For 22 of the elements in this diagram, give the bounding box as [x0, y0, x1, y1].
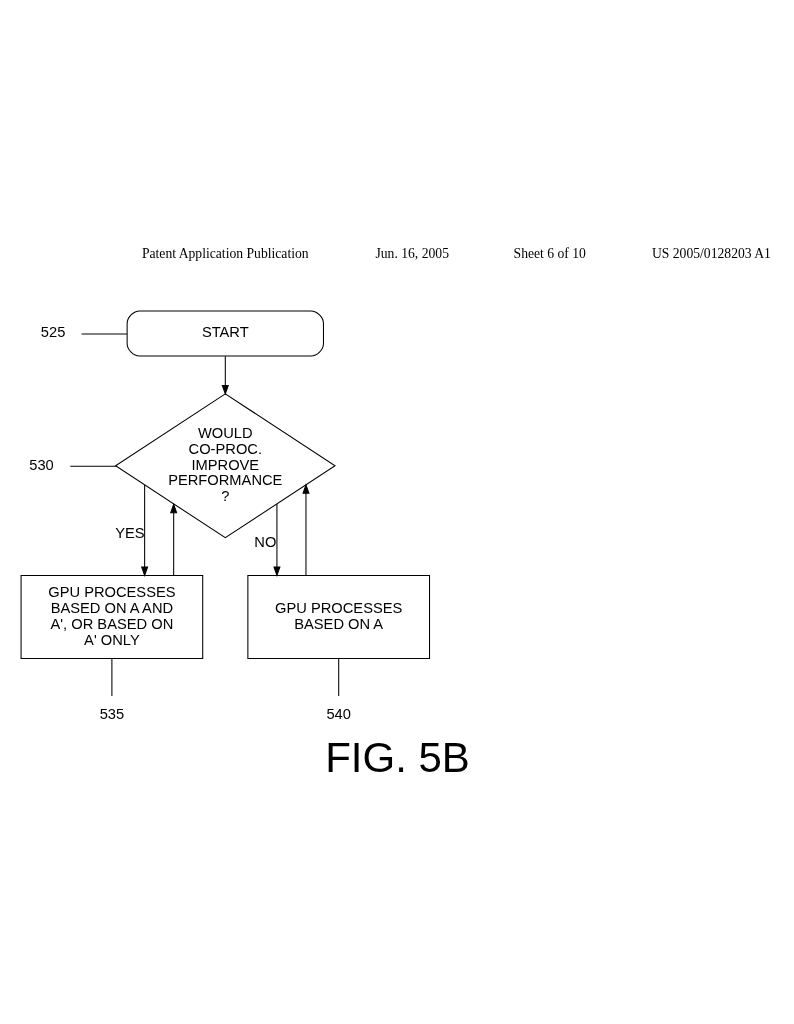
connector	[110, 658, 112, 697]
node-box: START	[126, 310, 324, 357]
label: Patent Application Publication	[141, 245, 309, 261]
edge-label: YES	[114, 524, 145, 541]
node-text: 535	[99, 706, 124, 723]
node-text: 525	[40, 324, 65, 341]
node-box: GPU PROCESSES BASED ON A	[246, 575, 430, 659]
label: Sheet 6 of 10	[513, 245, 586, 261]
arrow	[169, 502, 177, 576]
arrow	[221, 355, 229, 396]
arrow	[272, 503, 281, 577]
connector	[337, 658, 339, 697]
label: US 2005/0128203 A1	[651, 245, 771, 261]
arrow	[140, 484, 148, 578]
arrow	[301, 483, 310, 576]
node-box: GPU PROCESSES BASED ON A AND A', OR BASED ON A' ONLY	[20, 575, 203, 659]
connector	[80, 333, 127, 335]
caption: FIG. 5B	[324, 733, 470, 781]
label: Jun. 16, 2005	[374, 245, 449, 261]
node-text: 530	[28, 456, 54, 473]
connector	[69, 465, 117, 467]
node-text: 540	[325, 706, 351, 723]
